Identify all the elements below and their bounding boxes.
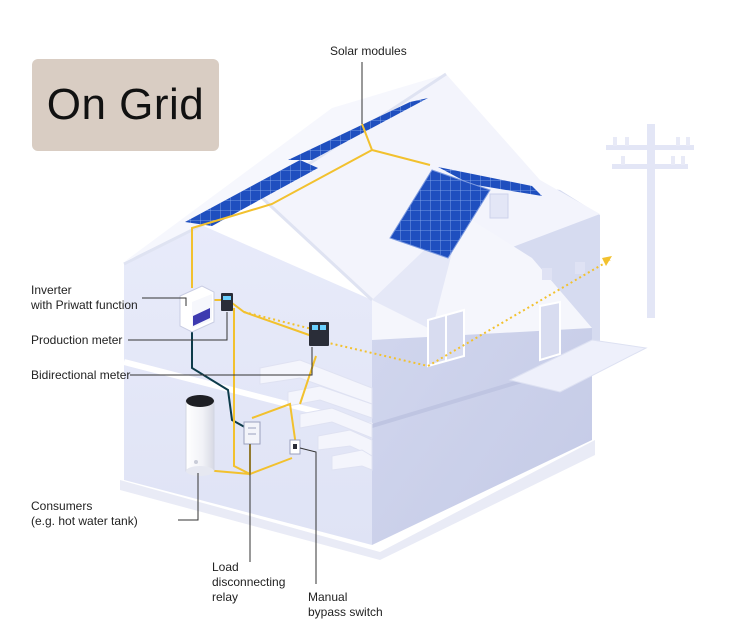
load-disconnecting-relay-label: Load disconnecting relay — [212, 560, 286, 604]
staircase — [259, 359, 373, 471]
water-tank-icon — [185, 395, 215, 476]
on-grid-badge: On Grid — [32, 59, 219, 151]
on-grid-title: On Grid — [46, 80, 205, 129]
leader-lines — [128, 62, 363, 584]
inverter-label: Inverter with Priwatt function — [31, 283, 138, 312]
solar-modules-label: Solar modules — [330, 44, 407, 58]
meter-icon — [221, 293, 233, 311]
consumers-label: Consumers (e.g. hot water tank) — [31, 499, 138, 528]
bidirectional-meter-icon — [309, 322, 329, 346]
production-meter-label: Production meter — [31, 333, 123, 347]
utility-pole-icon — [606, 124, 694, 318]
solar-panel-icon — [185, 98, 542, 259]
bidirectional-meter-label: Bidirectional meter — [31, 368, 131, 382]
house-windows — [427, 262, 585, 368]
inverter-icon — [179, 285, 215, 333]
relay-icon — [243, 421, 261, 445]
switch-icon — [289, 439, 301, 455]
manual-bypass-switch-label: Manual bypass switch — [308, 590, 383, 619]
